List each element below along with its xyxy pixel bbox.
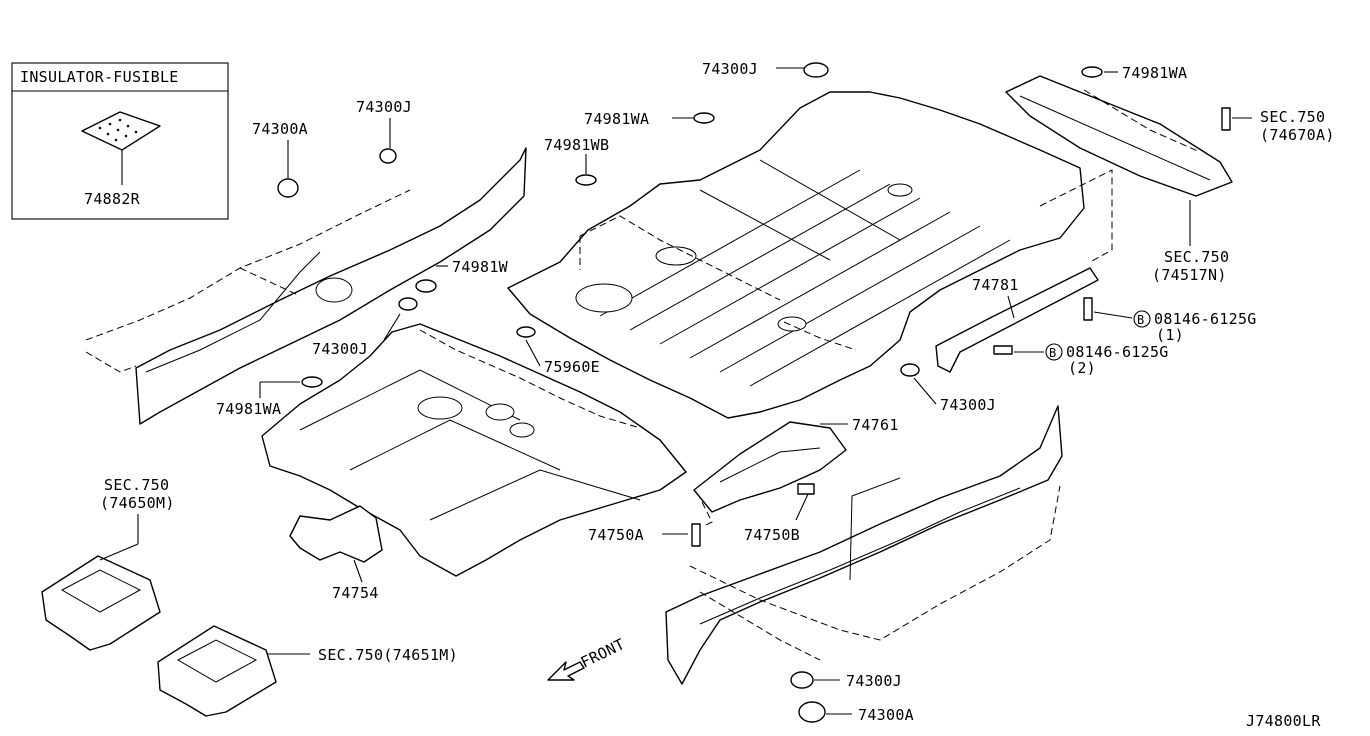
bolt-marker-2: B [1045, 343, 1063, 361]
guide-lines [85, 89, 1201, 661]
label-74300J-right: 74300J [940, 396, 996, 414]
inset-insulator-fusible: INSULATOR-FUSIBLE 74882R [11, 62, 229, 220]
label-74761: 74761 [852, 416, 899, 434]
insulator-74761 [693, 421, 847, 513]
rear-floor-panel [507, 91, 1085, 419]
bolts [691, 107, 1231, 547]
bolt-marker-2-letter: B [1049, 346, 1057, 360]
label-bolt-1: 08146-6125G [1154, 310, 1257, 328]
front-arrow: FRONT [547, 635, 628, 681]
right-side-sill [665, 405, 1063, 685]
bolt-marker-1: B [1133, 310, 1151, 328]
label-sec750-d: SEC.750(74651M) [318, 646, 458, 664]
label-sec750-c: SEC.750 [104, 476, 169, 494]
inset-title: INSULATOR-FUSIBLE [20, 68, 179, 86]
label-74300J-mid: 74300J [312, 340, 368, 358]
label-74981WA-low: 74981WA [216, 400, 281, 418]
label-74754: 74754 [332, 584, 379, 602]
leader-lines [99, 67, 1252, 715]
rear-cross-member [1005, 75, 1233, 197]
label-74300J-left: 74300J [356, 98, 412, 116]
label-74300J-bot: 74300J [846, 672, 902, 690]
label-74300A-bot: 74300A [858, 706, 914, 724]
label-74670A: (74670A) [1260, 126, 1335, 144]
label-75960E: 75960E [544, 358, 600, 376]
seat-mount-74651M [157, 625, 277, 717]
grommets [277, 62, 1103, 723]
label-bolt-1-qty: (1) [1156, 326, 1184, 344]
label-74981WB: 74981WB [544, 136, 609, 154]
front-arrow-icon [547, 661, 585, 681]
bolt-marker-1-letter: B [1137, 313, 1145, 327]
label-74750A: 74750A [588, 526, 644, 544]
label-74517N: (74517N) [1152, 266, 1227, 284]
inset-part-number: 74882R [84, 190, 141, 208]
label-74981WA-top: 74981WA [1122, 64, 1187, 82]
label-bolt-2-qty: (2) [1068, 359, 1096, 377]
label-74300J-top: 74300J [702, 60, 758, 78]
label-74781: 74781 [972, 276, 1019, 294]
insulator-dots [98, 118, 138, 142]
label-74300A-left: 74300A [252, 120, 308, 138]
label-74650M: (74650M) [100, 494, 175, 512]
label-sec750-b: SEC.750 [1164, 248, 1229, 266]
diagram-id: J74800LR [1246, 712, 1321, 730]
label-74981WA-mid: 74981WA [584, 110, 649, 128]
label-74981W: 74981W [452, 258, 509, 276]
bracket-74754 [289, 505, 383, 563]
label-bolt-2: 08146-6125G [1066, 343, 1169, 361]
inset-frame [11, 62, 229, 220]
label-sec750-a: SEC.750 [1260, 108, 1325, 126]
front-label: FRONT [578, 635, 628, 672]
label-74750B: 74750B [744, 526, 800, 544]
left-side-sill [135, 147, 527, 425]
insulator-pad [81, 111, 161, 151]
bracket-74781 [935, 267, 1099, 373]
seat-mount-74650M [41, 555, 161, 651]
